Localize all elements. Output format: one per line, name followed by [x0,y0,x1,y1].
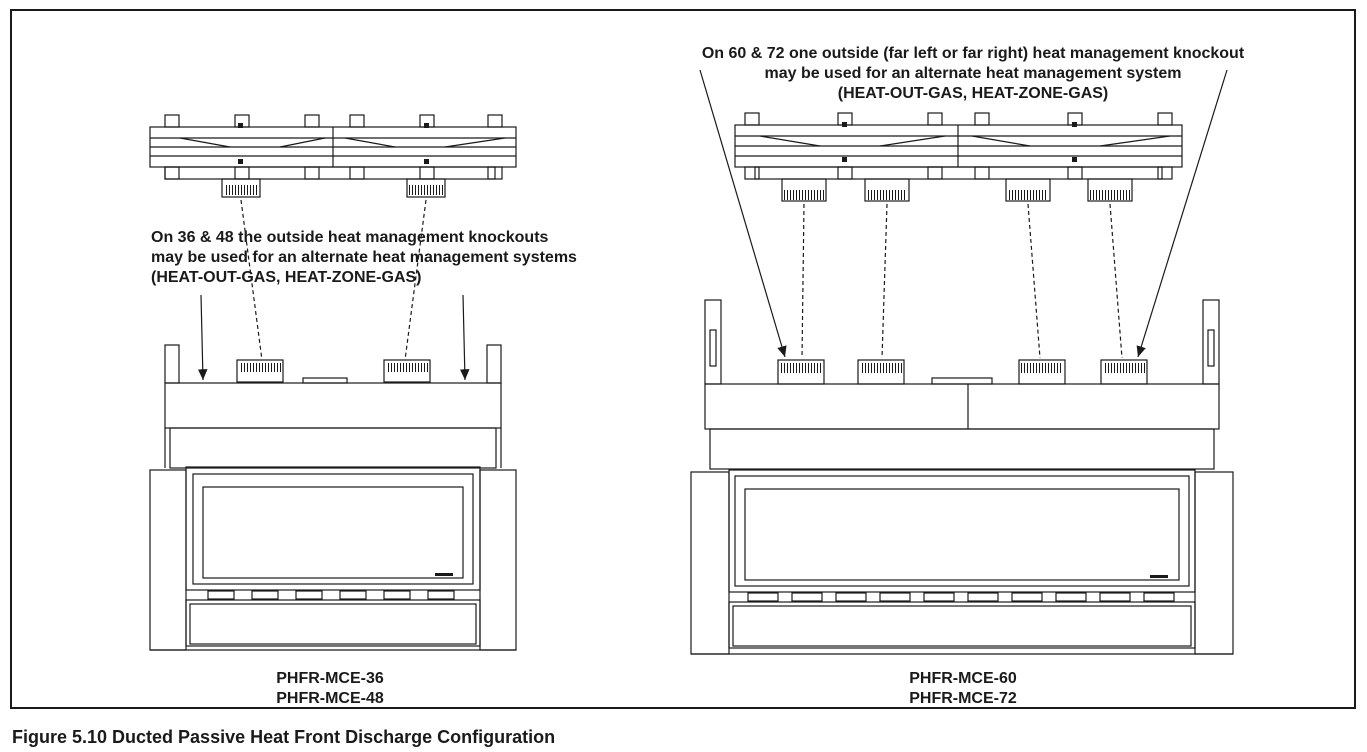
right-top-bar [734,112,1183,180]
right-dash-line-3 [1027,203,1041,359]
right-arrow-right [1136,69,1228,358]
left-dash-line-1 [240,199,263,361]
right-dash-line-1 [801,203,805,359]
left-model-48: PHFR-MCE-48 [276,690,384,707]
left-model-36: PHFR-MCE-36 [276,670,384,687]
right-dash-line-4 [1109,203,1123,359]
left-top-collar-2 [406,178,446,198]
left-model-labels: PHFR-MCE-36 PHFR-MCE-48 [230,669,430,709]
left-fireplace [149,344,517,651]
right-model-labels: PHFR-MCE-60 PHFR-MCE-72 [863,669,1063,709]
right-fireplace [690,299,1234,655]
right-model-60: PHFR-MCE-60 [909,670,1017,687]
left-arrow-1 [197,294,208,381]
right-top-collar-1 [781,178,827,202]
right-top-collar-3 [1005,178,1051,202]
right-note-line-2: may be used for an alternate heat manage… [764,65,1182,82]
left-top-bar [149,114,517,180]
figure-caption: Figure 5.10 Ducted Passive Heat Front Di… [12,727,556,747]
right-note-line-1: On 60 & 72 one outside (far left or far … [701,45,1245,62]
left-note-line-3: (HEAT-OUT-GAS, HEAT-ZONE-GAS) [151,269,422,286]
left-dash-line-2 [404,199,427,361]
right-note: On 60 & 72 one outside (far left or far … [640,44,1306,104]
right-arrow-left [699,69,787,358]
left-arrow-2 [459,294,470,381]
right-model-72: PHFR-MCE-72 [909,690,1017,707]
left-note: On 36 & 48 the outside heat management k… [151,228,577,288]
left-note-line-1: On 36 & 48 the outside heat management k… [151,229,549,246]
right-top-collar-2 [864,178,910,202]
right-note-line-3: (HEAT-OUT-GAS, HEAT-ZONE-GAS) [837,85,1109,102]
figure-frame [10,9,1356,709]
right-top-collar-4 [1087,178,1133,202]
left-top-collar-1 [221,178,261,198]
left-note-line-2: may be used for an alternate heat manage… [151,249,577,266]
right-dash-line-2 [881,203,888,359]
